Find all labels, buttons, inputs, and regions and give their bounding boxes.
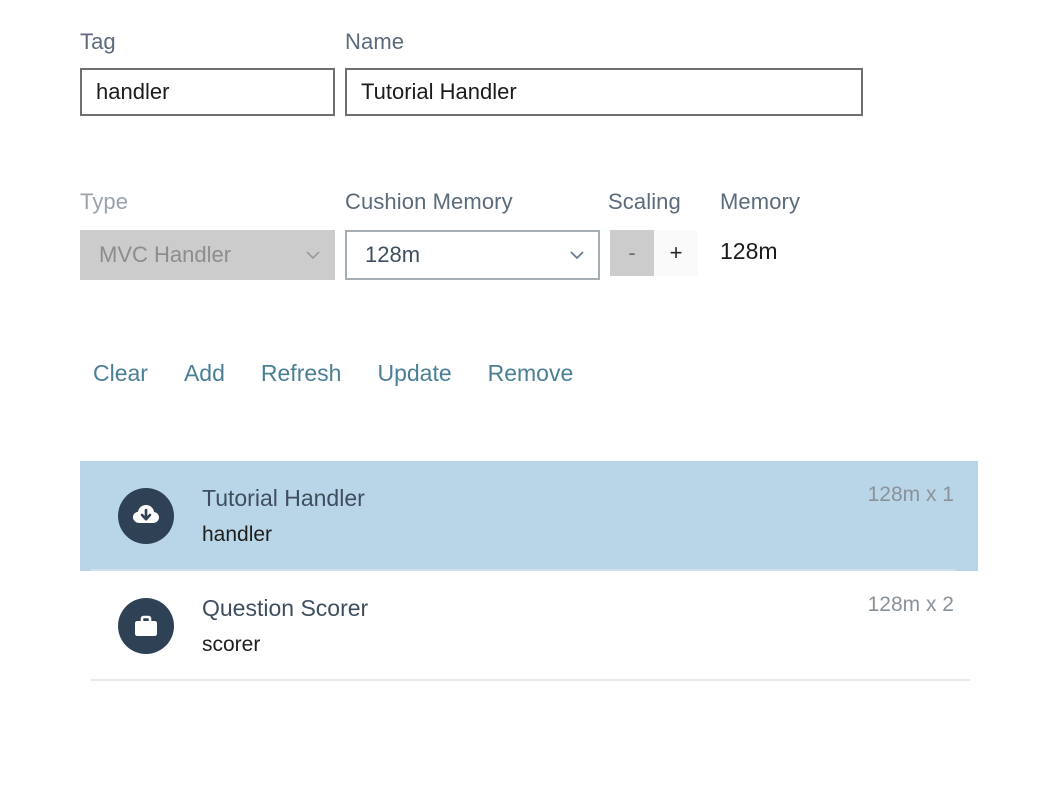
type-label: Type bbox=[80, 189, 129, 214]
list-item-meta: 128m x 1 bbox=[867, 483, 954, 506]
memory-label: Memory bbox=[720, 189, 801, 214]
memory-value: 128m bbox=[720, 238, 778, 264]
cushion-memory-value: 128m bbox=[365, 242, 421, 267]
form-row-identity: Tag Name bbox=[80, 29, 980, 140]
add-link[interactable]: Add bbox=[183, 360, 225, 386]
list-item-title: Question Scorer bbox=[202, 595, 369, 621]
list-item-separator bbox=[91, 679, 970, 681]
list-item[interactable]: Tutorial Handler handler 128m x 1 bbox=[80, 461, 978, 571]
handler-list: Tutorial Handler handler 128m x 1 Questi… bbox=[80, 461, 978, 681]
list-item-subtitle: handler bbox=[202, 523, 273, 546]
list-item-text: Tutorial Handler handler bbox=[202, 485, 868, 546]
scaling-stepper: - + bbox=[610, 230, 698, 276]
name-input[interactable] bbox=[345, 68, 863, 116]
refresh-link[interactable]: Refresh bbox=[260, 360, 342, 386]
chevron-down-icon bbox=[304, 246, 322, 264]
remove-link[interactable]: Remove bbox=[487, 360, 574, 386]
tag-label: Tag bbox=[80, 29, 116, 54]
list-item-title: Tutorial Handler bbox=[202, 485, 365, 511]
briefcase-icon bbox=[118, 598, 174, 654]
list-item-separator bbox=[91, 569, 956, 571]
list-item-text: Question Scorer scorer bbox=[202, 595, 868, 656]
list-item-meta: 128m x 2 bbox=[867, 593, 954, 616]
update-link[interactable]: Update bbox=[377, 360, 452, 386]
handler-form: Tag Name Type MVC Handler Cushion Memory… bbox=[80, 29, 980, 310]
clear-link[interactable]: Clear bbox=[93, 360, 148, 386]
type-select-value: MVC Handler bbox=[99, 242, 232, 267]
scaling-label: Scaling bbox=[608, 189, 681, 214]
cushion-memory-select[interactable]: 128m bbox=[345, 230, 600, 280]
cushion-memory-label: Cushion Memory bbox=[345, 189, 513, 214]
name-label: Name bbox=[345, 29, 405, 54]
scaling-increment-button[interactable]: + bbox=[654, 230, 698, 276]
list-item-subtitle: scorer bbox=[202, 633, 261, 656]
type-select: MVC Handler bbox=[80, 230, 335, 280]
tag-input[interactable] bbox=[80, 68, 335, 116]
form-row-resources: Type MVC Handler Cushion Memory 128m bbox=[80, 189, 980, 310]
scaling-decrement-button: - bbox=[610, 230, 654, 276]
chevron-down-icon bbox=[568, 246, 586, 264]
cloud-download-icon bbox=[118, 488, 174, 544]
list-item[interactable]: Question Scorer scorer 128m x 2 bbox=[80, 571, 978, 681]
action-links: Clear Add Refresh Update Remove bbox=[93, 360, 573, 387]
